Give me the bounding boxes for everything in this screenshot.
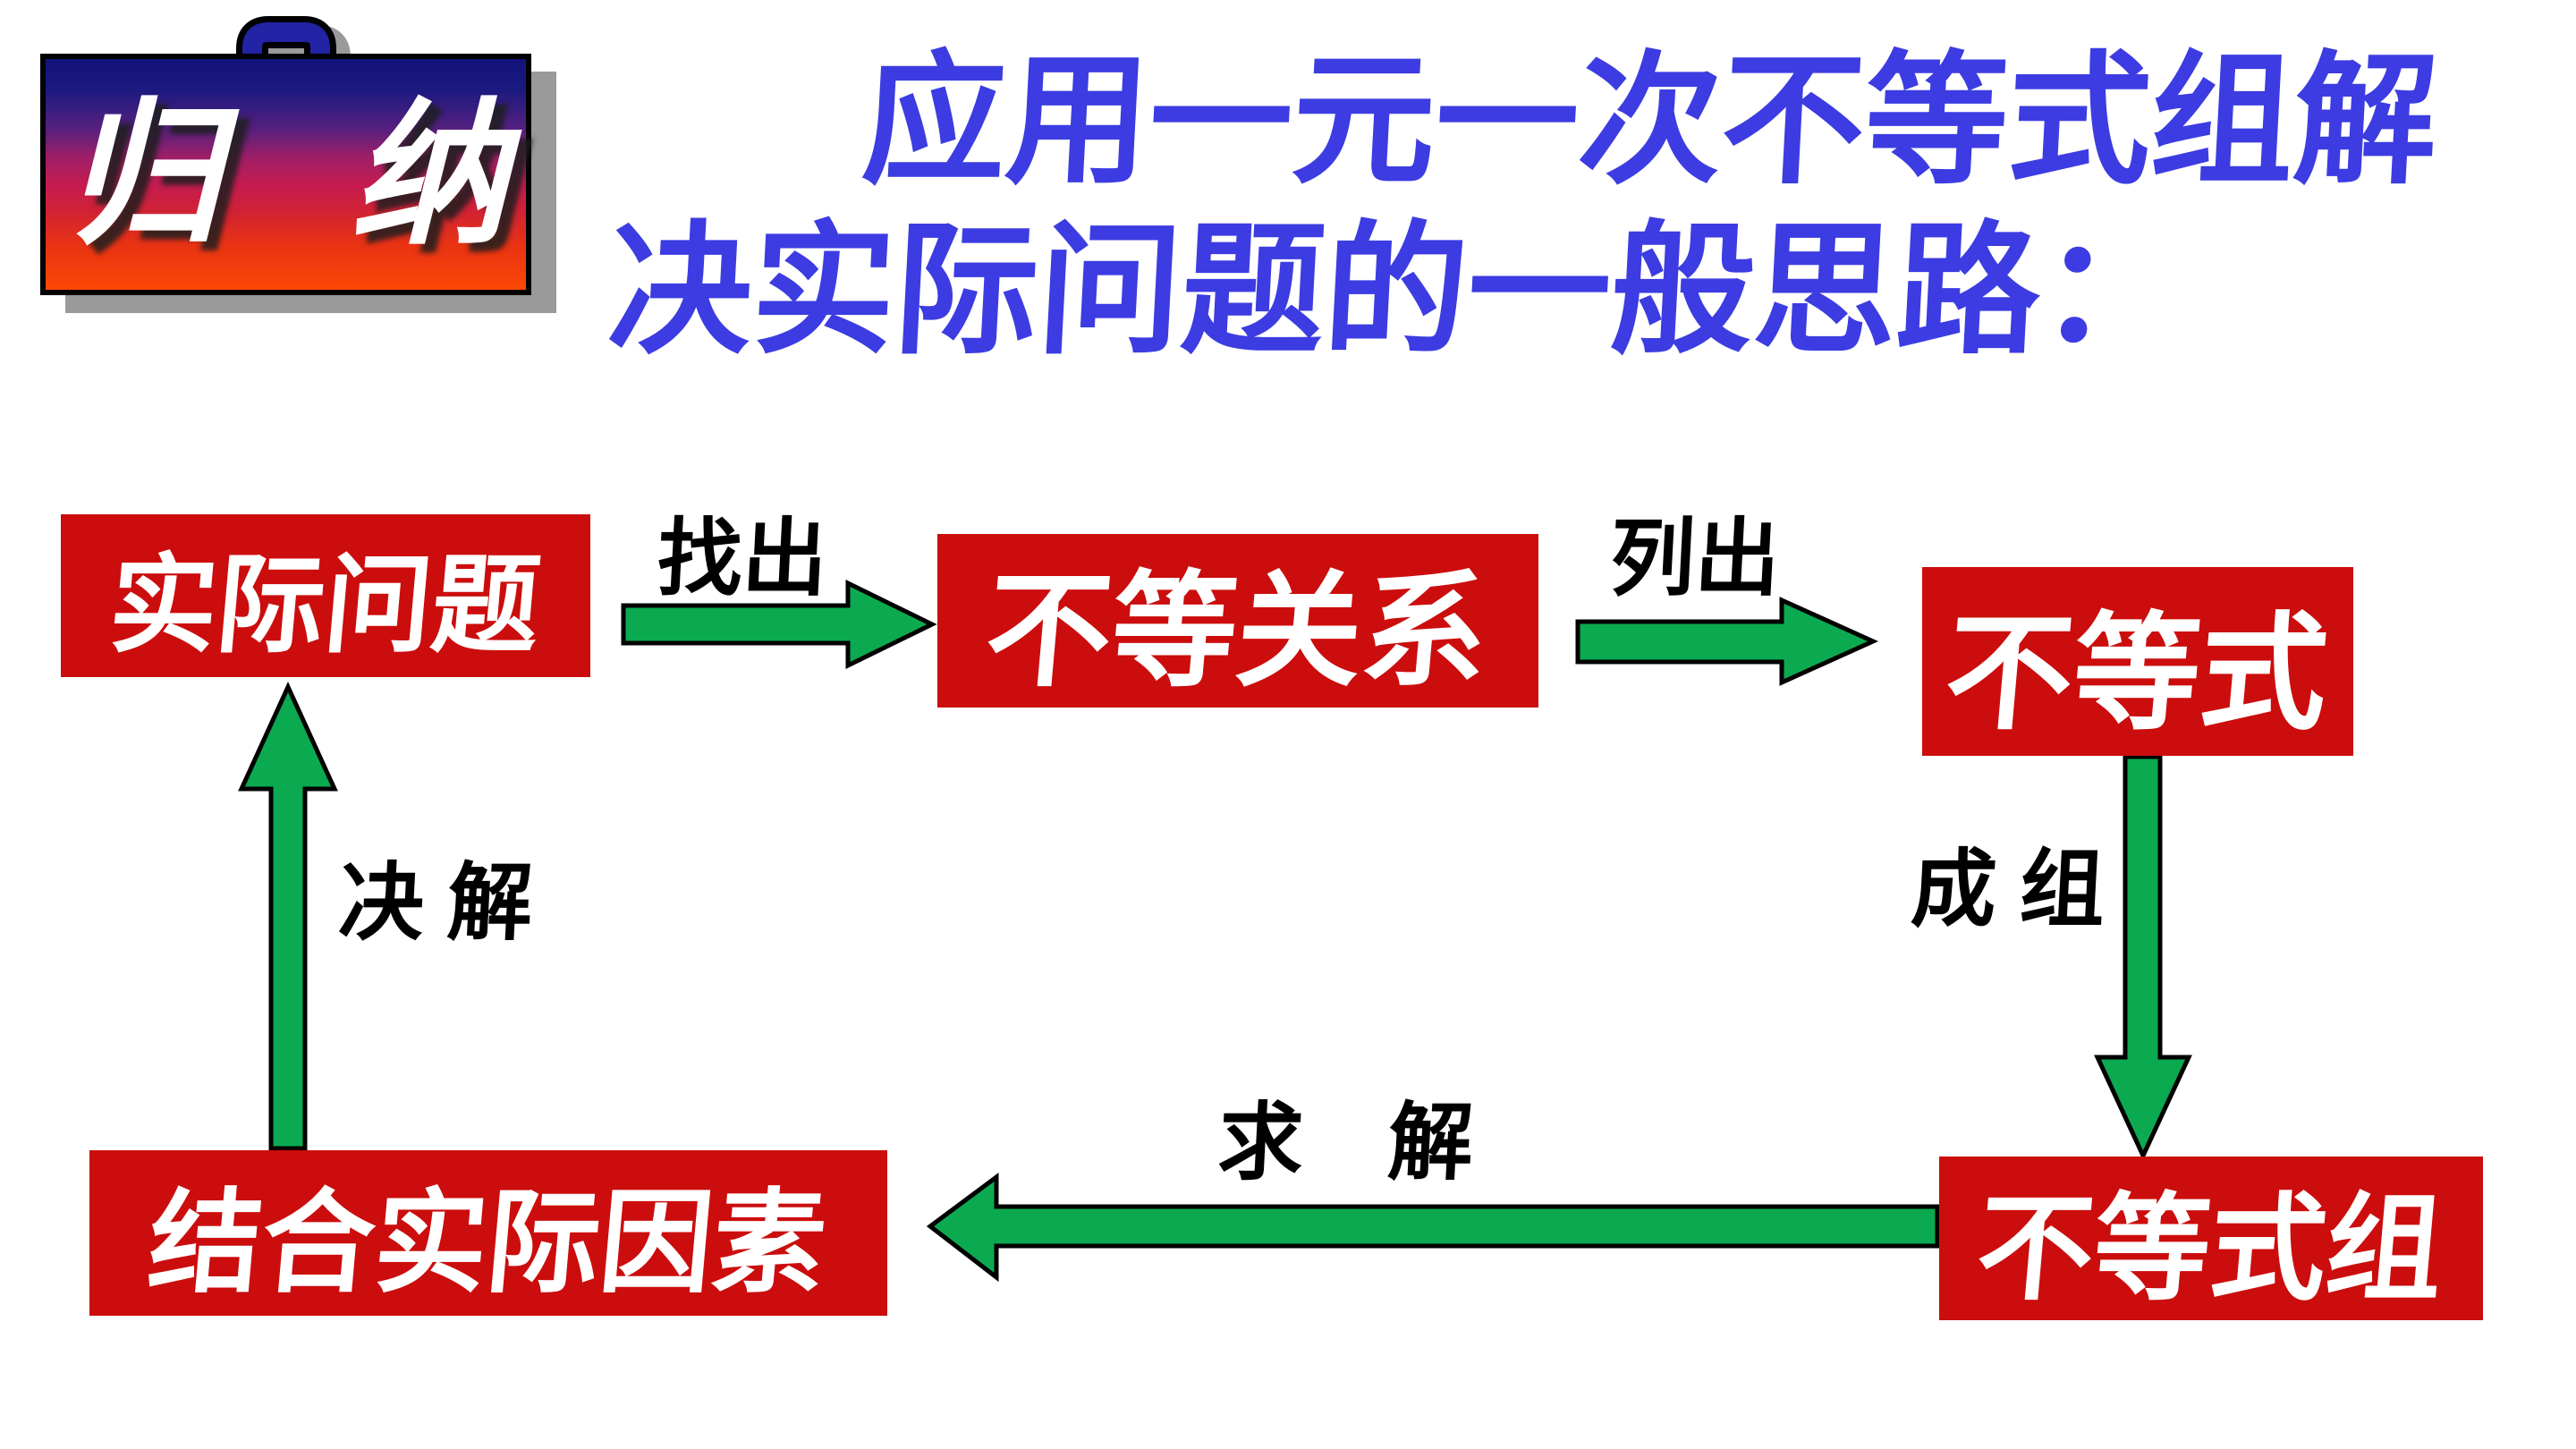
arrow-right-find-icon	[621, 579, 937, 670]
edge-label-list-text: 列出	[1607, 512, 1783, 606]
summary-badge: 归 纳	[40, 54, 531, 295]
node-inequality-relations-label: 不等关系	[980, 561, 1494, 701]
edge-label-resolve-text: 决 解	[336, 856, 535, 951]
node-combine-practical-factors: 结合实际因素	[89, 1150, 887, 1316]
edge-label-find-text: 找出	[655, 512, 830, 606]
edge-label-find: 找出	[626, 512, 859, 606]
arrow-right-list-icon	[1575, 597, 1879, 686]
arrow-left-solve-icon	[926, 1173, 1940, 1283]
edge-label-list: 列出	[1579, 512, 1811, 606]
node-inequality-label: 不等式	[1939, 602, 2334, 745]
arrow-up-resolve-icon	[238, 681, 338, 1151]
node-inequality: 不等式	[1922, 567, 2353, 756]
edge-label-solve: 求 解	[1158, 1096, 1534, 1191]
badge-handle-icon	[242, 22, 330, 89]
edge-label-resolve: 决 解	[315, 856, 556, 951]
node-inequality-system-label: 不等式组	[1971, 1182, 2449, 1314]
edge-label-group: 成 组	[1892, 843, 2124, 937]
edge-label-solve-text: 求 解	[1216, 1096, 1477, 1191]
arrow-down-group-icon	[2094, 754, 2192, 1161]
node-combine-practical-factors-label: 结合实际因素	[143, 1179, 832, 1306]
node-inequality-relations: 不等关系	[937, 534, 1538, 708]
edge-label-group-text: 成 组	[1909, 843, 2107, 937]
node-practical-problem-label: 实际问题	[105, 546, 545, 665]
node-practical-problem: 实际问题	[61, 514, 590, 677]
summary-badge-label: 归 纳	[64, 82, 545, 267]
node-inequality-system: 不等式组	[1939, 1157, 2483, 1320]
